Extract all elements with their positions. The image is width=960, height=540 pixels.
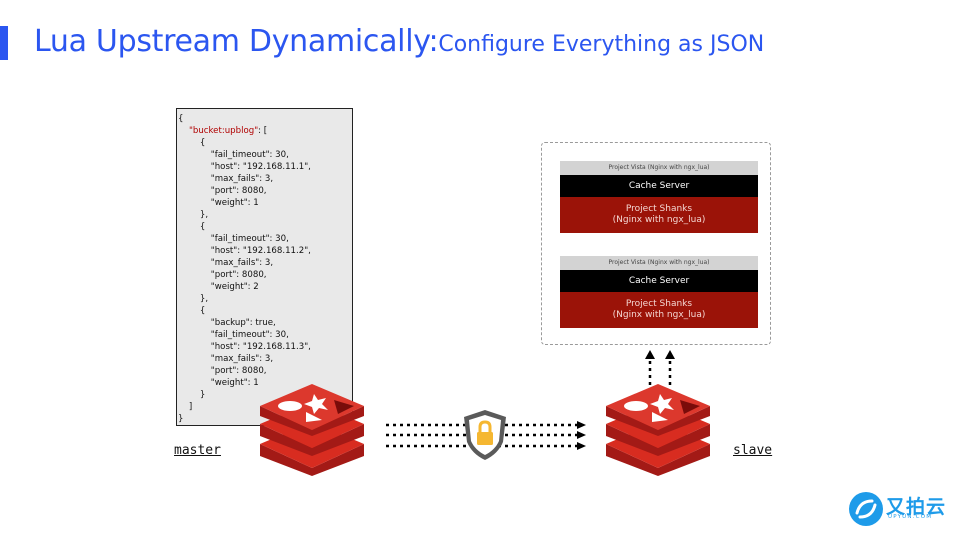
shanks-title: Project Shanks — [625, 204, 693, 214]
secure-lock-shield-icon — [464, 410, 506, 460]
shanks-title: Project Shanks — [625, 299, 693, 309]
server-stack-1: Project Vista (Nginx with ngx_lua) Cache… — [560, 161, 758, 233]
redis-slave-icon — [606, 384, 710, 476]
page-title-main: Lua Upstream Dynamically: — [34, 24, 439, 59]
shanks-subtitle: (Nginx with ngx_lua) — [612, 310, 706, 320]
slave-label: slave — [733, 443, 773, 458]
master-label: master — [174, 443, 221, 458]
upyun-logo-subtext: UPYUN.COM — [888, 514, 933, 520]
cache-server-bar: Cache Server — [560, 175, 758, 197]
json-config-panel: { "bucket:upblog": [ { "fail_timeout": 3… — [176, 108, 353, 426]
page-title: Lua Upstream Dynamically:Configure Every… — [34, 24, 764, 59]
cache-server-bar: Cache Server — [560, 270, 758, 292]
project-vista-bar: Project Vista (Nginx with ngx_lua) — [560, 256, 758, 270]
replication-arrows — [386, 421, 586, 450]
project-shanks-bar: Project Shanks (Nginx with ngx_lua) — [560, 197, 758, 233]
server-stack-2: Project Vista (Nginx with ngx_lua) Cache… — [560, 256, 758, 328]
vertical-sync-arrows — [645, 350, 675, 389]
shanks-subtitle: (Nginx with ngx_lua) — [612, 215, 706, 225]
upyun-logo-icon — [849, 492, 883, 526]
json-config-text: { "bucket:upblog": [ { "fail_timeout": 3… — [177, 109, 352, 425]
project-vista-bar: Project Vista (Nginx with ngx_lua) — [560, 161, 758, 175]
page-title-sub: Configure Everything as JSON — [438, 32, 765, 57]
redis-master-icon — [260, 384, 364, 476]
json-body: : [ { "fail_timeout": 30, "host": "192.1… — [178, 126, 311, 424]
title-accent-bar — [0, 26, 8, 60]
slave-cluster-box: Project Vista (Nginx with ngx_lua) Cache… — [541, 142, 771, 345]
json-open: { — [178, 114, 184, 124]
project-shanks-bar: Project Shanks (Nginx with ngx_lua) — [560, 292, 758, 328]
json-bucket-key: "bucket:upblog" — [188, 126, 259, 136]
upyun-logo-text: 又拍云 — [886, 496, 947, 518]
